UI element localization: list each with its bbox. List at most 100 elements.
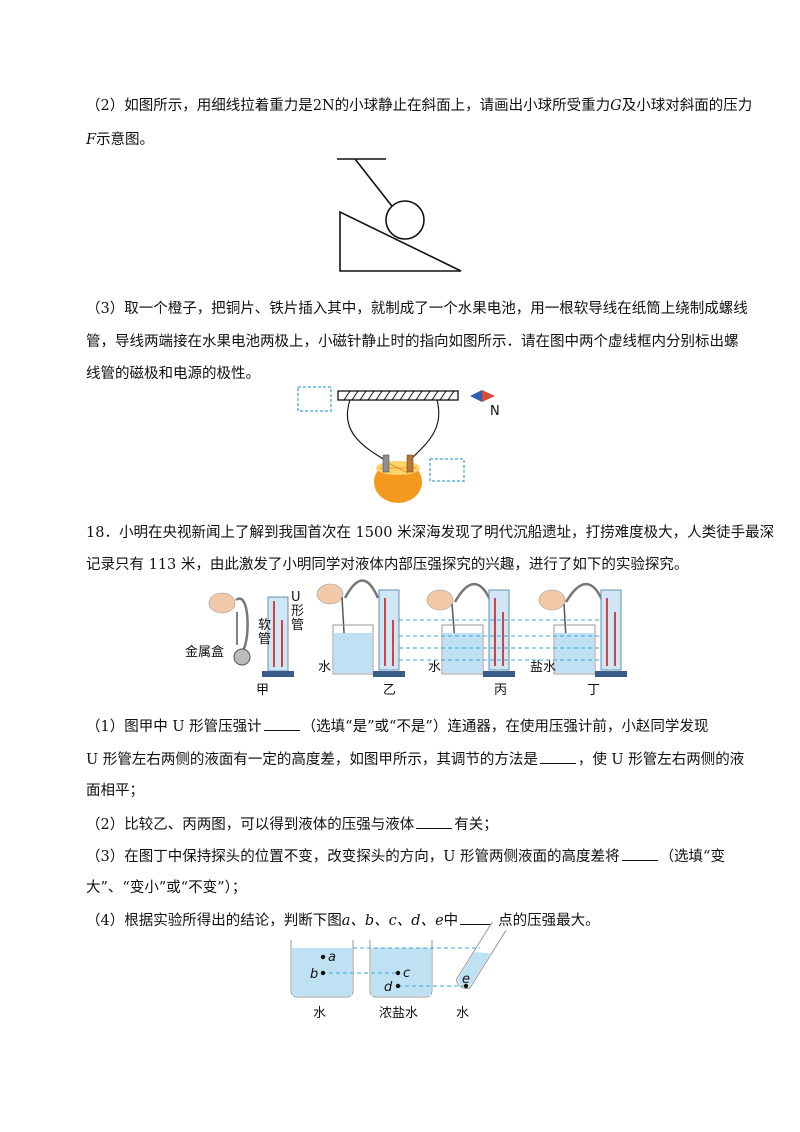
coil-turn bbox=[391, 390, 399, 401]
q17-2-text-c: 的小球静止在斜面上，请画出小球所受重力 bbox=[334, 98, 611, 114]
soft-tube-jia bbox=[235, 597, 249, 651]
needle-right-half bbox=[482, 390, 495, 402]
water-yi bbox=[334, 633, 372, 673]
q18-line2: 记录只有 113 米，由此激发了小明同学对液体内部压强探究的兴趣，进行了如下的实… bbox=[86, 557, 689, 573]
points-dashed-lines bbox=[322, 947, 480, 987]
q18-sub3-text-a: （3）在图丁中保持探头的位置不变，改变探头的方向，U 形管两侧液面的高度差将 bbox=[86, 849, 620, 865]
beaker-bing bbox=[441, 624, 484, 675]
string-line bbox=[354, 158, 396, 211]
label-u: U bbox=[291, 590, 301, 605]
q18-sub4-text-a: （4）根据实验所得出的结论，判断下图 bbox=[86, 913, 342, 929]
soft-tube-ding bbox=[564, 582, 604, 603]
q17-2-text-e: 及小球对斜面的压力 bbox=[621, 98, 753, 114]
q18-sub3-line1: （3）在图丁中保持探头的位置不变，改变探头的方向，U 形管两侧液面的高度差将 （选… bbox=[86, 846, 725, 867]
base-ding bbox=[595, 671, 627, 677]
label-guan2: 管 bbox=[258, 632, 271, 647]
label-c: c bbox=[403, 966, 410, 981]
label-guan1: 管 bbox=[291, 618, 304, 633]
wire-left bbox=[346, 399, 386, 461]
label-jia: 甲 bbox=[256, 683, 269, 698]
q18-line1: 18．小明在央视新闻上了解到我国首次在 1500 米深海发现了明代沉船遗址，打捞… bbox=[86, 525, 775, 541]
q18-sub1-line3: 面相平； bbox=[86, 783, 144, 799]
hand-ding bbox=[538, 589, 566, 611]
coil-turn bbox=[431, 390, 439, 401]
coil-turn bbox=[375, 390, 383, 401]
answer-blank-4[interactable] bbox=[621, 846, 658, 861]
coil-turn bbox=[367, 390, 375, 401]
q18-sub1-line1: （1）图甲中 U 形管压强计 （选填“是”或“不是”）连通器，在使用压强计前，小赵… bbox=[86, 716, 708, 737]
q18-sub2-text-a: （2）比较乙、丙两图，可以得到液体的压强与液体 bbox=[86, 817, 415, 833]
q17-2-line2: F示意图。 bbox=[86, 130, 154, 150]
label-salt-water: 盐水 bbox=[530, 660, 556, 675]
point-e bbox=[463, 983, 469, 989]
q18-sub1-text-c: U 形管左右两侧的液面有一定的高度差，如图甲所示，其调节的方法是 bbox=[86, 752, 538, 768]
coil-turn bbox=[423, 390, 431, 401]
label-yi: 乙 bbox=[383, 683, 396, 698]
incline bbox=[339, 210, 462, 272]
metal-box-probe bbox=[233, 648, 251, 666]
label-ding: 丁 bbox=[587, 683, 600, 698]
q18-sub1-text-b: （选填“是”或“不是”）连通器，在使用压强计前，小赵同学发现 bbox=[301, 719, 709, 735]
q18-sub4-line: （4）根据实验所得出的结论，判断下图a、b、c、d、e中 点的压强最大。 bbox=[86, 910, 600, 931]
answer-blank-3[interactable] bbox=[416, 814, 453, 829]
tilted-tube bbox=[455, 921, 507, 989]
needle-left-half bbox=[470, 390, 482, 402]
q18-sub3-text-b: （选填“变 bbox=[659, 849, 725, 865]
q17-2-text-f: F bbox=[86, 132, 97, 148]
q17-3-line2: 管，导线两端接在水果电池两极上，小磁针静止时的指向如图所示．请在图中两个虚线框内… bbox=[86, 334, 739, 350]
q18-sub2-line: （2）比较乙、丙两图，可以得到液体的压强与液体 有关； bbox=[86, 814, 498, 835]
q17-2-line1: （2）如图所示，用细线拉着重力是2N的小球静止在斜面上，请画出小球所受重力G及小… bbox=[86, 96, 752, 116]
q18-sub4-text-d: 点的压强最大。 bbox=[498, 913, 600, 929]
q17-2-text-b: 2N bbox=[312, 98, 335, 114]
q17-3-line3: 线管的磁极和电源的极性。 bbox=[86, 366, 260, 382]
coil-turn bbox=[415, 390, 423, 401]
q18-sub4-text-points: a、b、c、d、e bbox=[341, 913, 444, 929]
reference-dashed-lines bbox=[399, 619, 601, 661]
q18-sub3-line2: 大”、“变小”或“不变”）； bbox=[86, 880, 247, 896]
solenoid-coil bbox=[343, 390, 455, 401]
label-b: b bbox=[310, 967, 318, 982]
apparatus-yi bbox=[316, 579, 405, 677]
point-b bbox=[320, 970, 326, 976]
coil-turn bbox=[343, 390, 351, 401]
label-salt-water-middle: 浓盐水 bbox=[379, 1006, 418, 1021]
coil-turn bbox=[399, 390, 407, 401]
salt-water-ding bbox=[555, 633, 594, 673]
label-a: a bbox=[328, 950, 336, 965]
hand-jia bbox=[208, 592, 236, 614]
q18-sub1-text-a: （1）图甲中 U 形管压强计 bbox=[86, 719, 262, 735]
label-bing: 丙 bbox=[494, 683, 507, 698]
label-water-left: 水 bbox=[313, 1006, 326, 1021]
coil-turn bbox=[407, 390, 415, 401]
coil-turn bbox=[351, 390, 359, 401]
q17-2-text-g: G bbox=[610, 98, 622, 114]
q17-2-text-a: （2）如图所示，用细线拉着重力是 bbox=[86, 98, 313, 114]
q18-sub2-text-b: 有关； bbox=[454, 817, 498, 833]
label-ruan: 软 bbox=[258, 618, 271, 633]
q17-3-line1: （3）取一个橙子，把铜片、铁片插入其中，就制成了一个水果电池，用一根软导线在纸筒… bbox=[86, 301, 748, 317]
base-yi bbox=[373, 671, 405, 677]
base-jia bbox=[262, 671, 294, 677]
soft-tube-yi bbox=[343, 579, 380, 599]
coil-turn bbox=[447, 390, 455, 401]
iron-plate bbox=[382, 454, 390, 473]
beaker-left bbox=[290, 940, 354, 998]
q18-sub4-text-c: 中 bbox=[443, 913, 459, 929]
q17-2-text-f2: 示意图。 bbox=[96, 132, 155, 148]
beaker-middle bbox=[369, 940, 433, 998]
hand-yi bbox=[316, 583, 344, 605]
point-a bbox=[320, 954, 326, 960]
answer-blank-5[interactable] bbox=[460, 910, 497, 925]
coil-turn bbox=[383, 390, 391, 401]
apparatus-jia bbox=[208, 592, 294, 677]
pole-box-right bbox=[429, 458, 465, 482]
apparatus-ding bbox=[538, 582, 627, 677]
coil-turn bbox=[439, 390, 447, 401]
answer-blank-1[interactable] bbox=[263, 716, 300, 731]
answer-blank-2[interactable] bbox=[539, 749, 576, 764]
apparatus-bing bbox=[426, 582, 515, 677]
